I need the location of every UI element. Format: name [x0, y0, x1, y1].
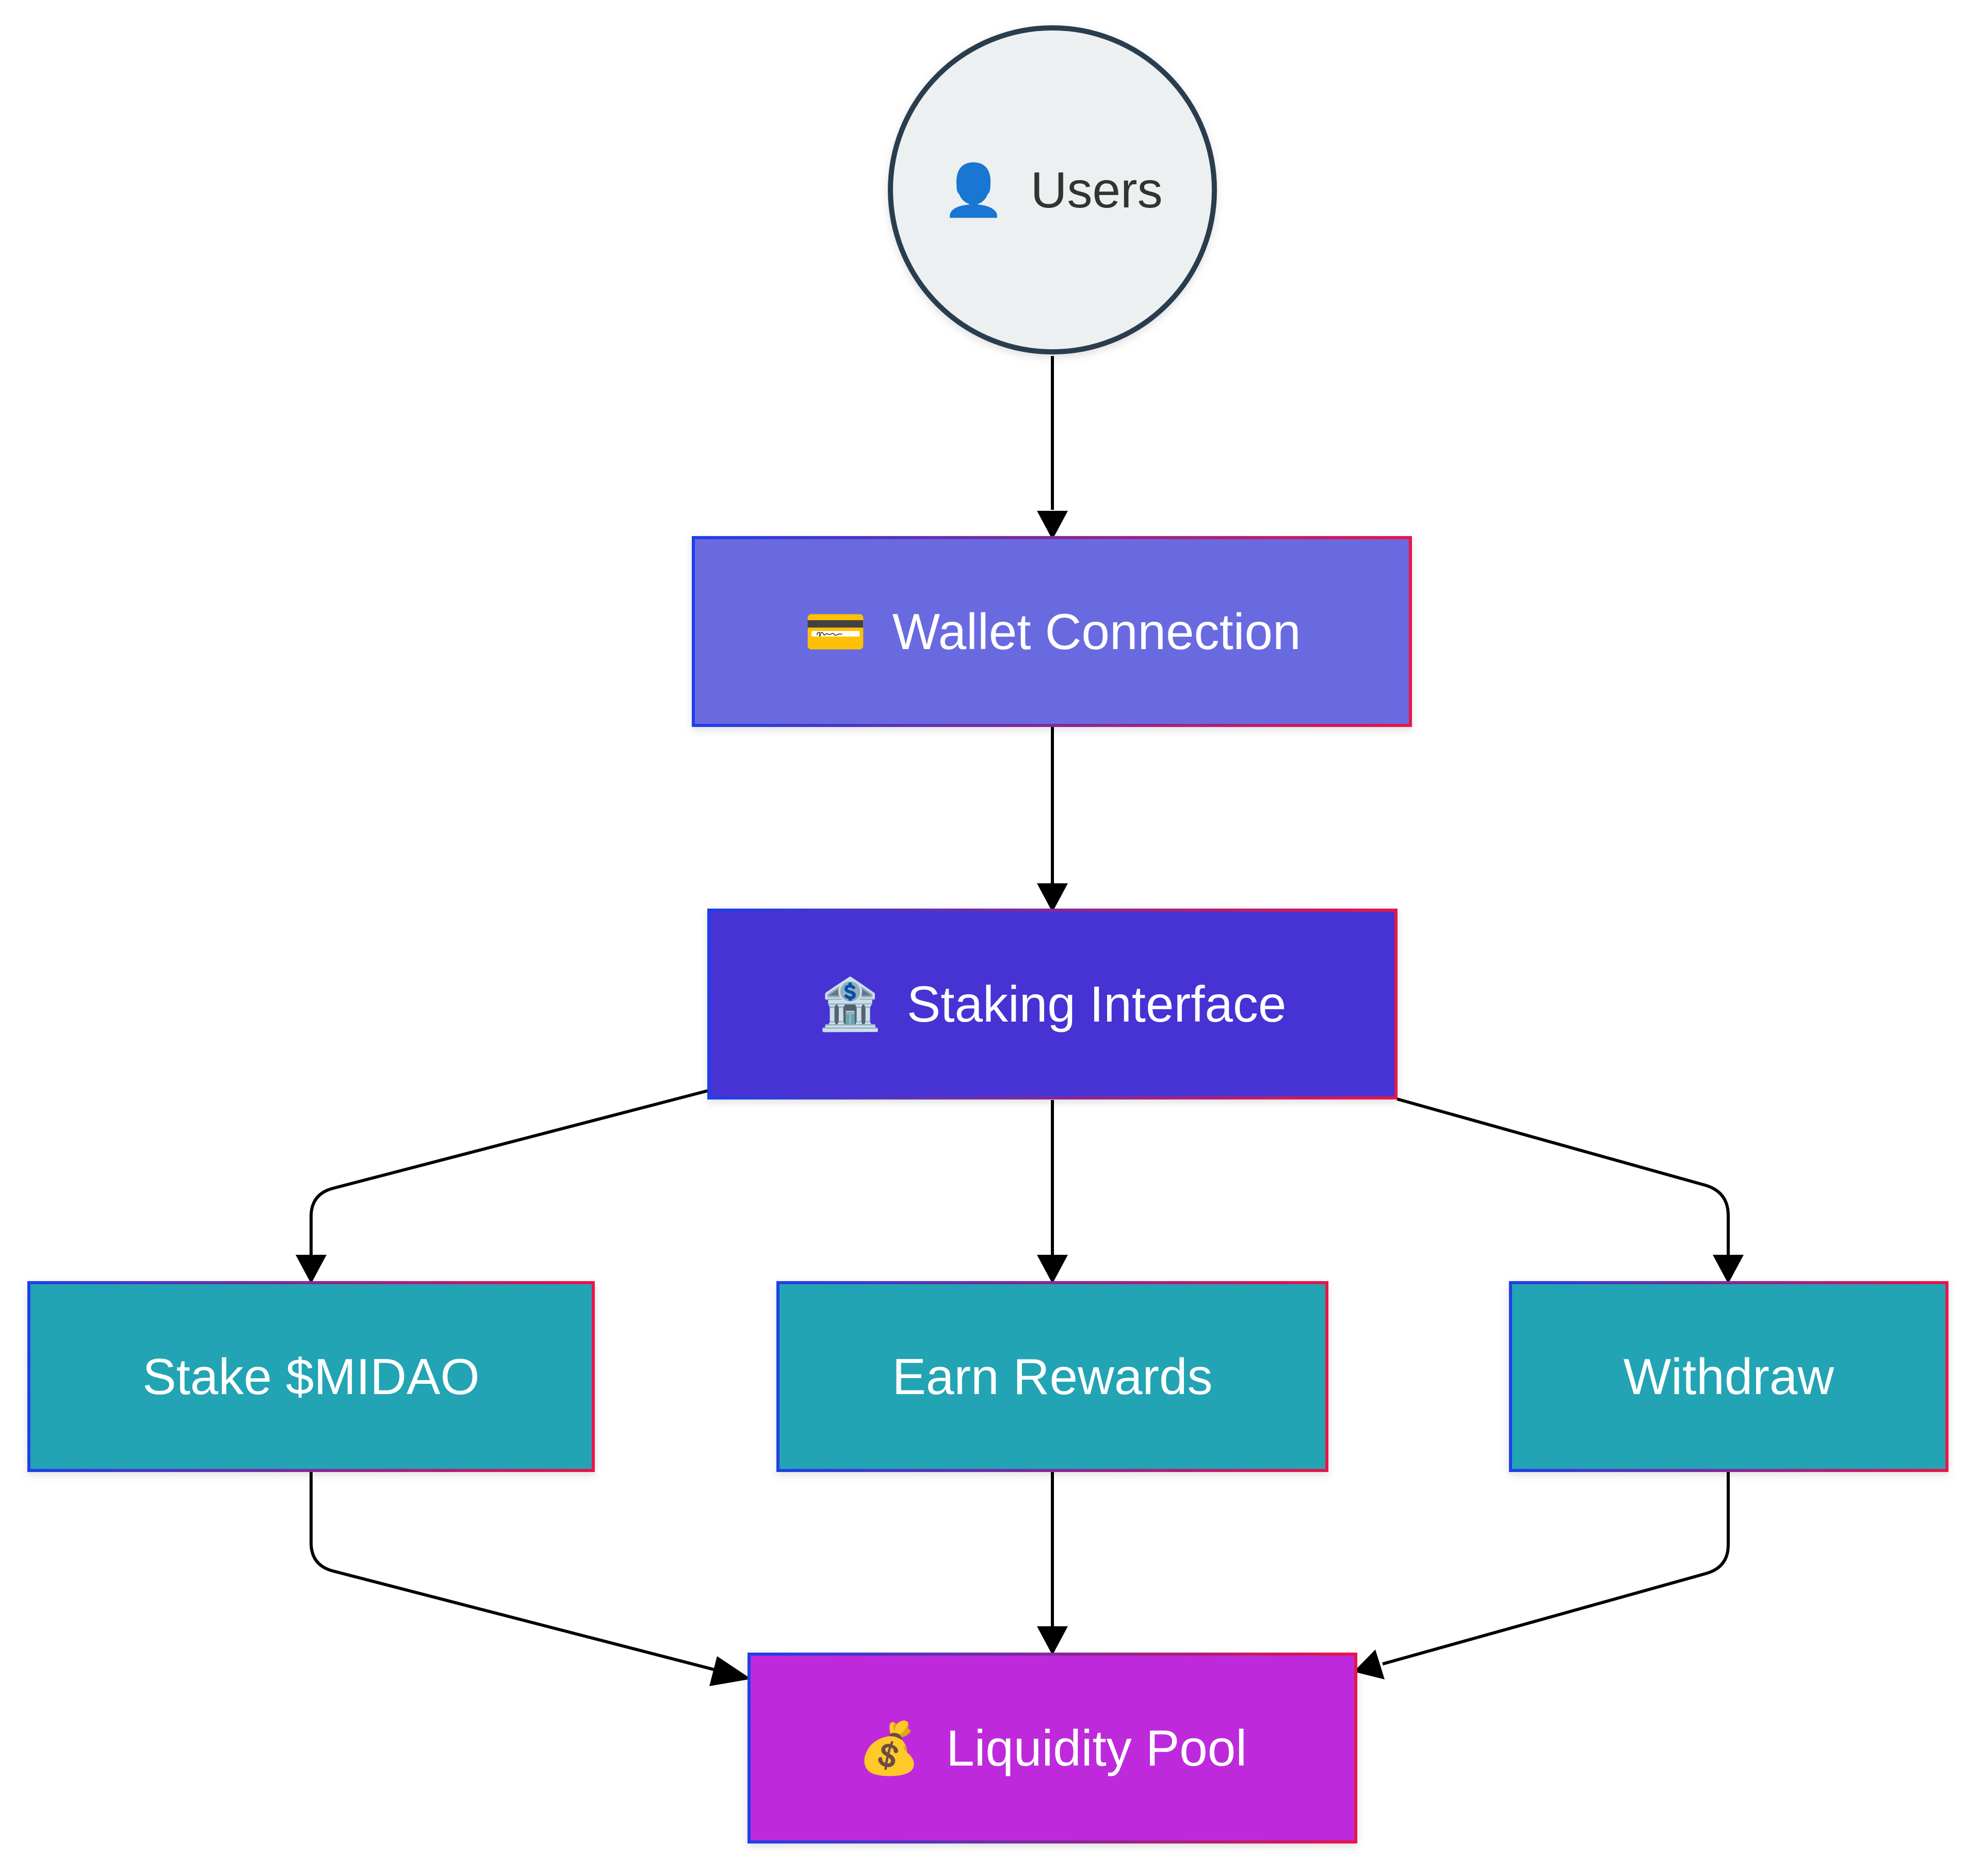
node-wallet-connection[interactable]: 💳 Wallet Connection — [692, 536, 1412, 727]
edge-staking-to-stake — [310, 1089, 708, 1255]
node-staking-label: Staking Interface — [907, 976, 1286, 1032]
node-earn-label: Earn Rewards — [892, 1348, 1213, 1405]
user-icon: 👤 — [942, 161, 1005, 219]
edge-stake-to-pool — [310, 1471, 723, 1673]
arrowhead — [1037, 1626, 1068, 1655]
arrowhead — [1037, 511, 1068, 540]
svg-text:💳 Wallet Connection: 💳 Wallet Connection — [804, 603, 1301, 660]
svg-text:🏦 Staking Interface: 🏦 Staking Interface — [819, 976, 1287, 1033]
money-bag-icon: 💰 — [858, 1720, 921, 1778]
node-stake-midao[interactable]: Stake $MIDAO — [27, 1281, 595, 1472]
arrowhead — [1354, 1649, 1385, 1679]
svg-text:👤 Users: 👤 Users — [942, 161, 1162, 219]
node-staking-interface[interactable]: 🏦 Staking Interface — [707, 909, 1398, 1099]
node-wallet-label: Wallet Connection — [892, 603, 1301, 660]
node-users-label: Users — [1031, 161, 1163, 218]
node-users[interactable]: 👤 Users — [888, 25, 1217, 354]
node-withdraw[interactable]: Withdraw — [1509, 1281, 1948, 1472]
node-earn-rewards[interactable]: Earn Rewards — [776, 1281, 1328, 1472]
node-stake-label: Stake $MIDAO — [142, 1348, 480, 1405]
arrowhead — [709, 1656, 751, 1686]
node-withdraw-label: Withdraw — [1623, 1348, 1835, 1405]
edge-staking-to-withdraw — [1397, 1097, 1730, 1255]
bank-icon: 🏦 — [819, 976, 882, 1033]
node-liquidity-pool[interactable]: 💰 Liquidity Pool — [748, 1653, 1357, 1843]
arrowhead — [1037, 1255, 1068, 1284]
node-pool-label: Liquidity Pool — [946, 1720, 1247, 1776]
edges — [296, 356, 1744, 1686]
edge-withdraw-to-pool — [1382, 1471, 1730, 1665]
arrowhead — [1713, 1255, 1744, 1284]
credit-card-icon: 💳 — [804, 603, 867, 660]
svg-text:💰 Liquidity Pool: 💰 Liquidity Pool — [858, 1720, 1247, 1778]
arrowhead — [1037, 883, 1068, 912]
arrowhead — [296, 1255, 327, 1284]
